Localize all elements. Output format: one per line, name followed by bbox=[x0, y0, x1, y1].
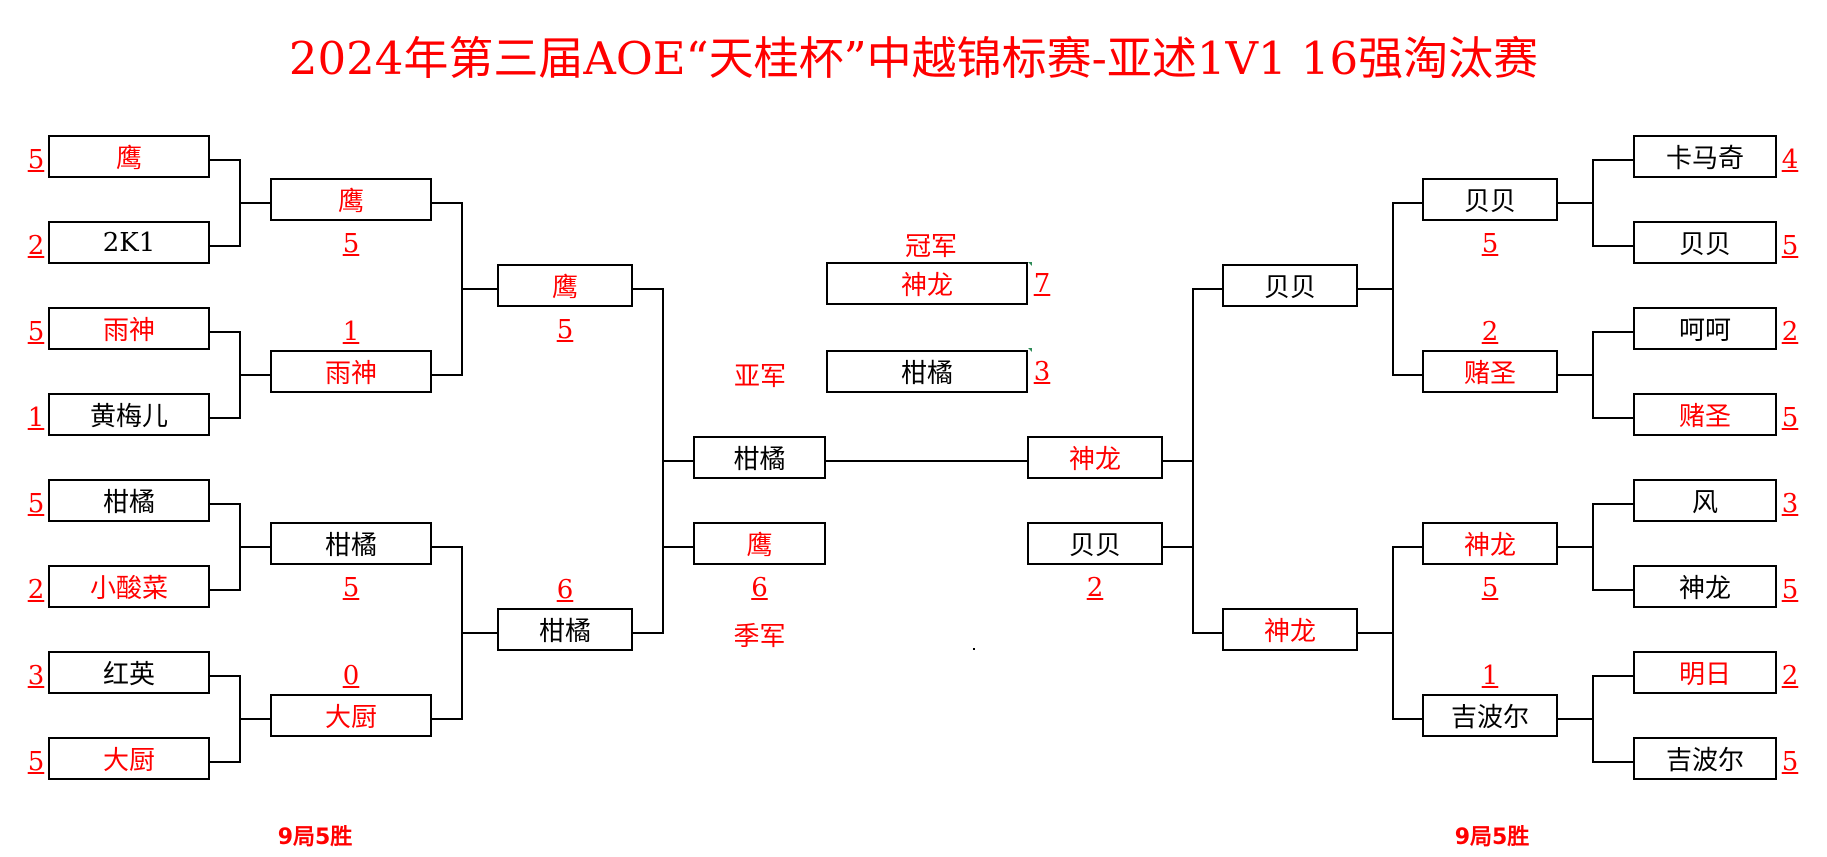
right-r3-player-2: 神龙 bbox=[1222, 608, 1358, 651]
runner-up-label: 亚军 bbox=[733, 361, 786, 392]
right-r3-player-1: 贝贝 bbox=[1222, 264, 1358, 307]
left-r2-score-4: 0 bbox=[342, 661, 360, 691]
right-r2-player-3: 神龙 bbox=[1422, 522, 1558, 565]
left-match-format: 9局5胜 bbox=[277, 825, 353, 850]
right-r1-player-4: 赌圣 bbox=[1633, 393, 1777, 436]
runner-up-name: 柑橘 bbox=[826, 350, 1028, 393]
right-r1-player-2: 贝贝 bbox=[1633, 221, 1777, 264]
left-r3-score-2: 6 bbox=[556, 575, 574, 605]
right-r1-score-4: 5 bbox=[1781, 403, 1799, 433]
champion-label: 冠军 bbox=[904, 231, 957, 262]
left-r2-player-2: 雨神 bbox=[270, 350, 432, 393]
left-r4-player-2: 鹰 bbox=[693, 522, 826, 565]
right-r1-player-3: 呵呵 bbox=[1633, 307, 1777, 350]
left-r1-score-2: 2 bbox=[27, 231, 45, 261]
right-r2-player-4: 吉波尔 bbox=[1422, 694, 1558, 737]
left-r1-player-2: 2K1 bbox=[48, 221, 210, 264]
left-r1-score-6: 2 bbox=[27, 575, 45, 605]
left-r2-player-4: 大厨 bbox=[270, 694, 432, 737]
stray-dot bbox=[973, 648, 975, 650]
right-r2-score-4: 1 bbox=[1481, 661, 1499, 691]
left-r1-score-4: 1 bbox=[27, 403, 45, 433]
right-r2-player-2: 赌圣 bbox=[1422, 350, 1558, 393]
left-r1-player-7: 红英 bbox=[48, 651, 210, 694]
left-r4-score-2: 6 bbox=[751, 573, 768, 603]
right-r1-player-6: 神龙 bbox=[1633, 565, 1777, 608]
right-r1-player-8: 吉波尔 bbox=[1633, 737, 1777, 780]
right-r2-score-1: 5 bbox=[1481, 229, 1499, 259]
left-r2-score-3: 5 bbox=[342, 573, 360, 603]
champion-score: 7 bbox=[1033, 269, 1051, 299]
left-r1-player-4: 黄梅儿 bbox=[48, 393, 210, 436]
right-match-format: 9局5胜 bbox=[1454, 825, 1530, 850]
left-r1-score-8: 5 bbox=[27, 747, 45, 777]
right-r4-player-1: 神龙 bbox=[1027, 436, 1163, 479]
left-r2-player-1: 鹰 bbox=[270, 178, 432, 221]
right-r1-score-1: 4 bbox=[1781, 145, 1799, 175]
right-r1-player-1: 卡马奇 bbox=[1633, 135, 1777, 178]
left-r2-score-2: 1 bbox=[342, 317, 360, 347]
left-r1-score-7: 3 bbox=[27, 661, 45, 691]
left-r1-player-6: 小酸菜 bbox=[48, 565, 210, 608]
left-r1-score-5: 5 bbox=[27, 489, 45, 519]
left-r1-player-3: 雨神 bbox=[48, 307, 210, 350]
right-r1-score-8: 5 bbox=[1781, 747, 1799, 777]
right-r1-score-2: 5 bbox=[1781, 231, 1799, 261]
left-r2-player-3: 柑橘 bbox=[270, 522, 432, 565]
left-r1-score-3: 5 bbox=[27, 317, 45, 347]
left-r1-score-1: 5 bbox=[27, 145, 45, 175]
left-r1-player-1: 鹰 bbox=[48, 135, 210, 178]
right-r1-player-5: 风 bbox=[1633, 479, 1777, 522]
runner-up-score: 3 bbox=[1033, 357, 1051, 387]
champion-name: 神龙 bbox=[826, 262, 1028, 305]
page-title: 2024年第三届AOE“天桂杯”中越锦标赛-亚述1V1 16强淘汰赛 bbox=[288, 32, 1539, 85]
third-place-label: 季军 bbox=[733, 621, 786, 652]
left-r3-player-2: 柑橘 bbox=[497, 608, 633, 651]
right-r1-score-3: 2 bbox=[1781, 317, 1799, 347]
right-r1-score-7: 2 bbox=[1781, 661, 1799, 691]
right-r2-score-3: 5 bbox=[1481, 573, 1499, 603]
right-r2-score-2: 2 bbox=[1481, 317, 1499, 347]
right-r1-player-7: 明日 bbox=[1633, 651, 1777, 694]
left-r3-player-1: 鹰 bbox=[497, 264, 633, 307]
left-r4-player-1: 柑橘 bbox=[693, 436, 826, 479]
right-r1-score-6: 5 bbox=[1781, 575, 1799, 605]
right-r1-score-5: 3 bbox=[1781, 489, 1799, 519]
left-r2-score-1: 5 bbox=[342, 229, 360, 259]
left-r3-score-1: 5 bbox=[556, 315, 574, 345]
right-r4-score-2: 2 bbox=[1086, 573, 1104, 603]
right-r4-player-2: 贝贝 bbox=[1027, 522, 1163, 565]
left-r1-player-8: 大厨 bbox=[48, 737, 210, 780]
right-r2-player-1: 贝贝 bbox=[1422, 178, 1558, 221]
left-r1-player-5: 柑橘 bbox=[48, 479, 210, 522]
